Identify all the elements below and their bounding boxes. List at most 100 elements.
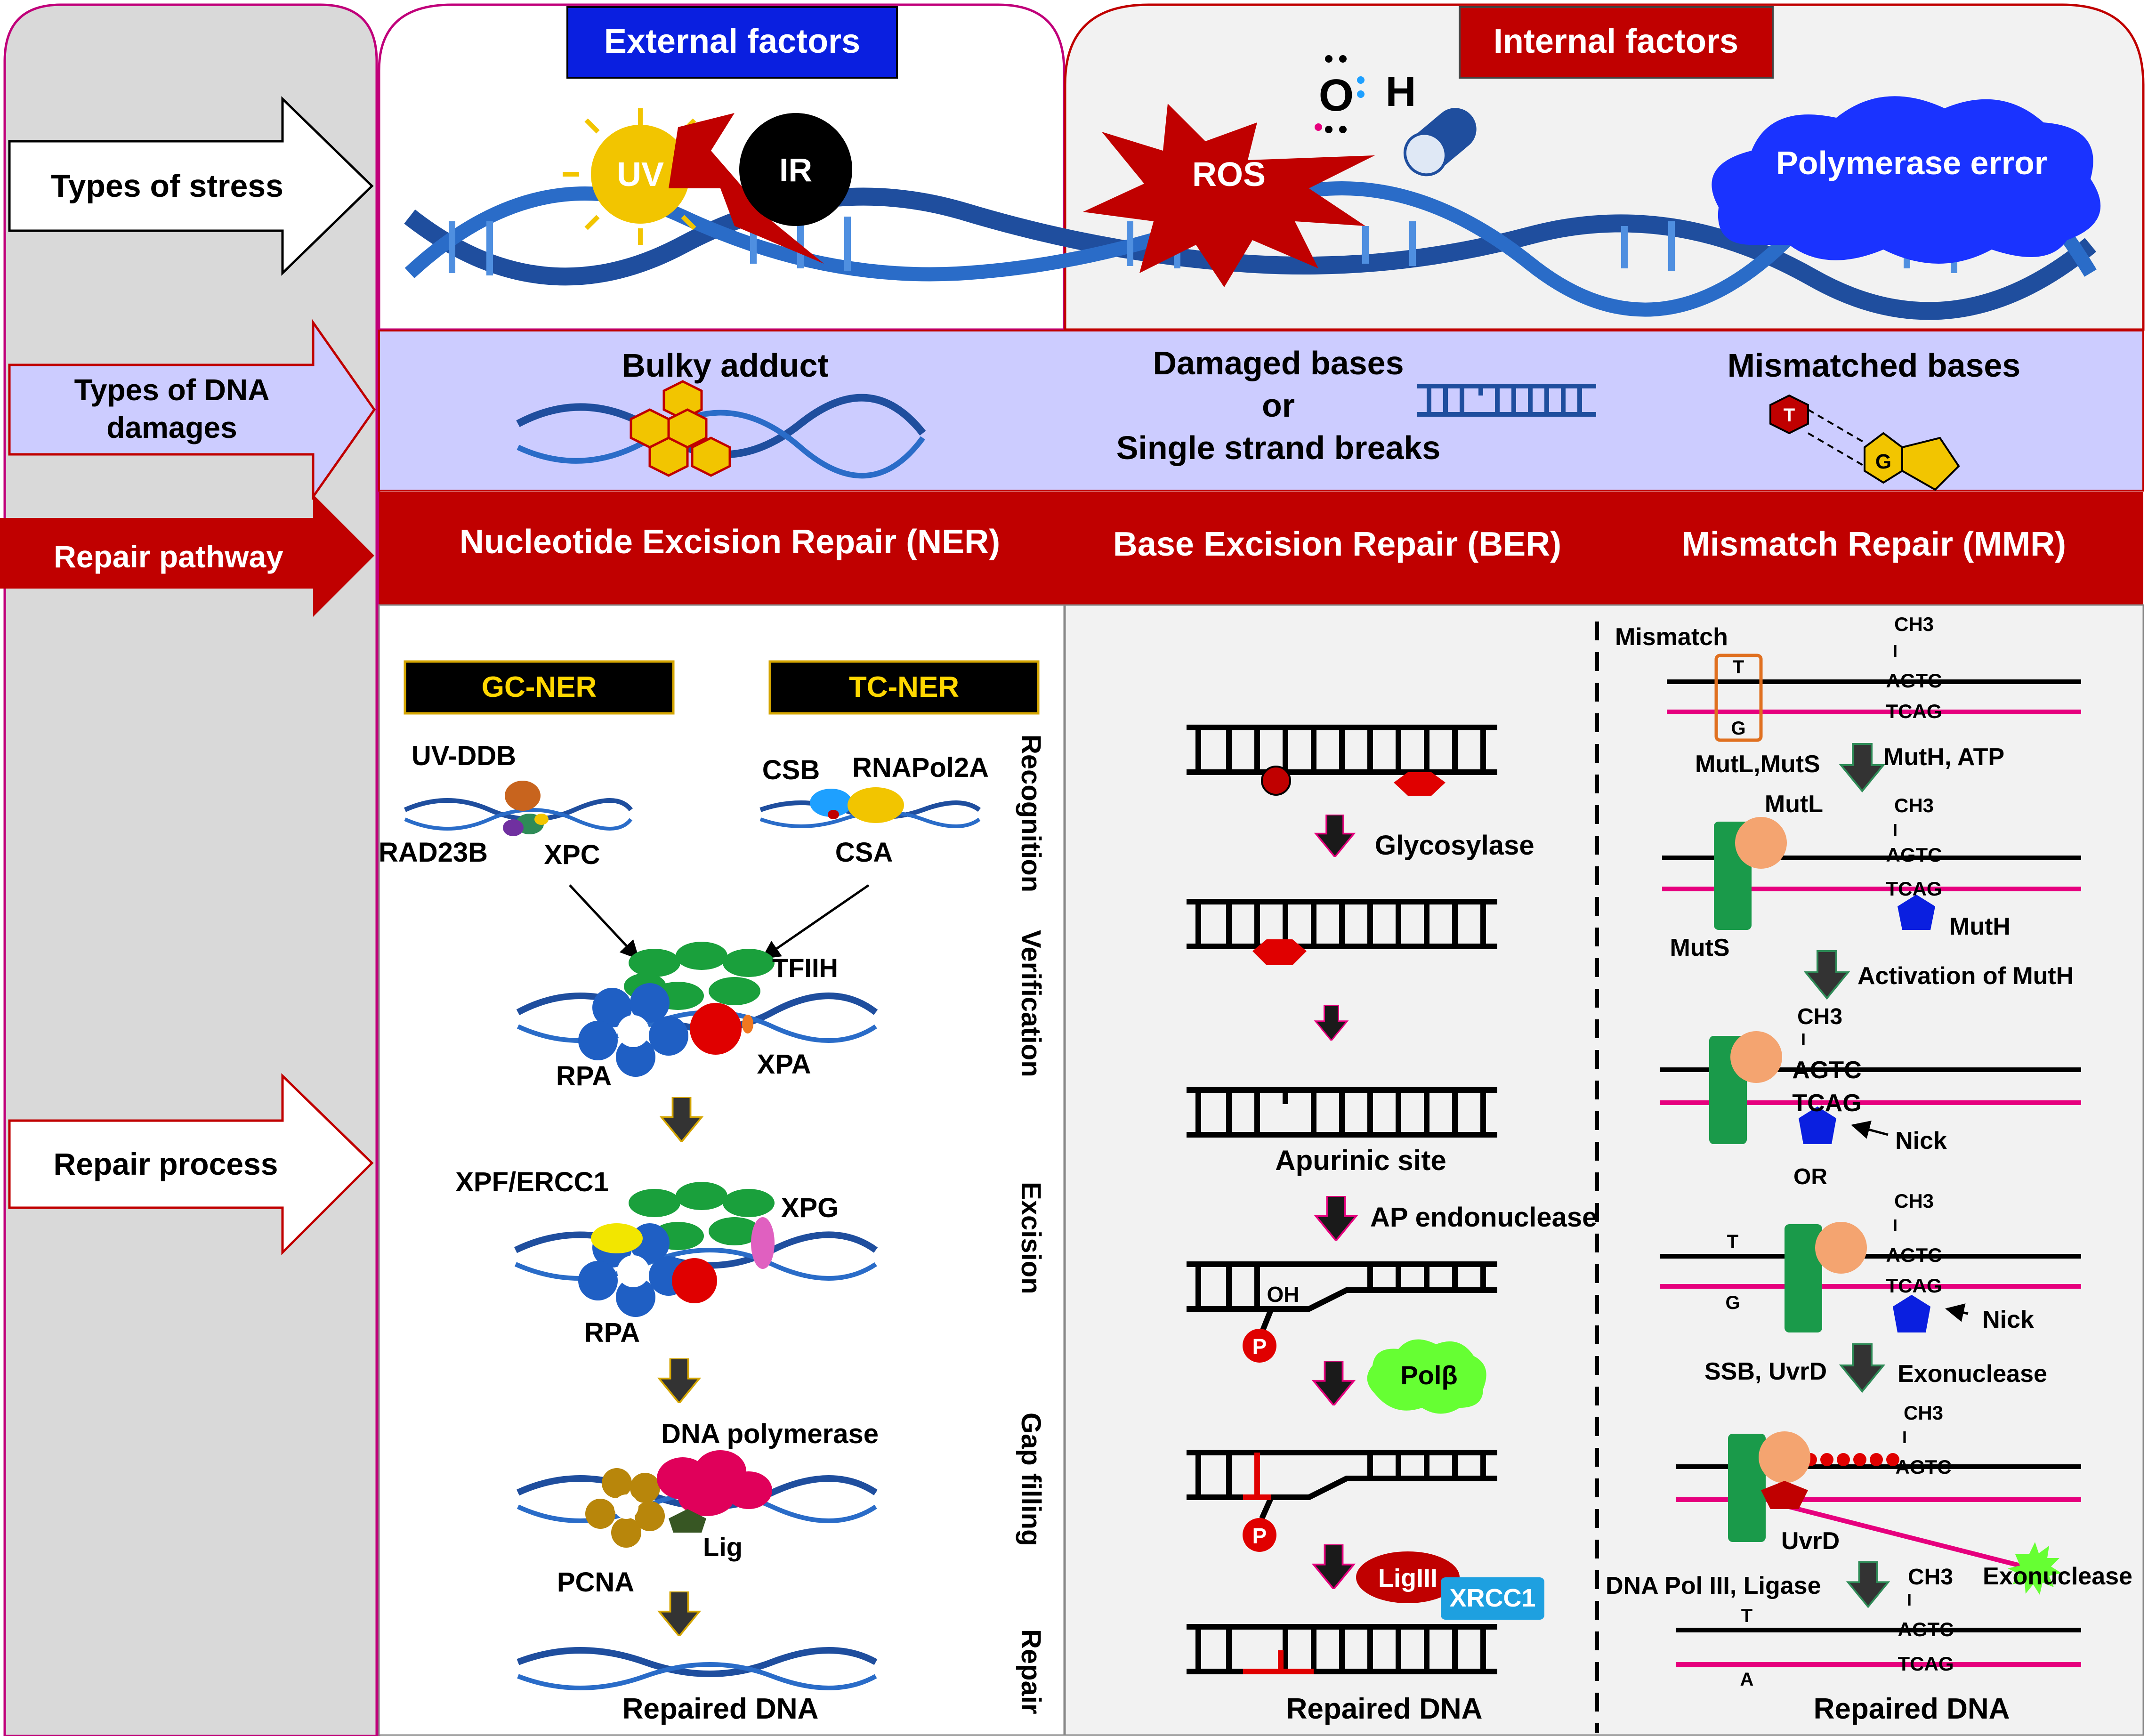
ber-ladder-2 (1187, 899, 1497, 949)
ap-endonuclease-label: AP endonuclease (1370, 1202, 1597, 1233)
mmr6-agtc: AGTC (1898, 1618, 1954, 1640)
mmr1-tick: I (1893, 641, 1898, 661)
stage-verification: Verification (1016, 930, 1046, 1077)
base-g-label: G (1875, 450, 1891, 473)
nick-pointer-1 (1851, 1120, 1889, 1139)
nick-pointer-2 (1945, 1303, 1969, 1322)
ber-ladder-5 (1187, 1450, 1497, 1520)
ber-ladder-4 (1187, 1261, 1497, 1334)
ner-process-panel (378, 604, 1065, 1736)
ir-label: IR (779, 152, 812, 188)
ner-excision-complex (514, 1182, 878, 1317)
uvrd-label: UvrD (1781, 1527, 1840, 1555)
ner-repaired-dna-label: Repaired DNA (622, 1693, 819, 1725)
types-of-stress-label: Types of stress (51, 168, 283, 204)
mismatched-bases-icon: T G (1769, 394, 1960, 491)
damaged-bases-label-line2: or (1262, 387, 1295, 424)
rpa-label-2: RPA (584, 1317, 640, 1348)
ber-repaired-dna-label: Repaired DNA (1286, 1693, 1483, 1725)
repair-pathway-arrow: Repair pathway (0, 494, 374, 617)
mmr3-ch3: CH3 (1797, 1004, 1842, 1029)
mmr6-ch3: CH3 (1908, 1565, 1953, 1590)
rpa-label: RPA (556, 1061, 612, 1091)
ber-excised-base-hexagon (1252, 939, 1307, 965)
mmr3-tick: I (1801, 1030, 1806, 1049)
ir-circle: IR (739, 113, 852, 226)
oh-o-label: O (1319, 70, 1354, 121)
repair-pathway-label: Repair pathway (54, 539, 283, 574)
ros-starburst-icon: ROS (1083, 104, 1375, 287)
mmr1-agtc: AGTC (1886, 670, 1942, 692)
mmr4-base-t: T (1727, 1231, 1738, 1252)
xpa-label: XPA (757, 1049, 811, 1080)
mmr6-base-a: A (1740, 1669, 1754, 1690)
ner-repaired-dna-helix (517, 1647, 878, 1690)
phosphate-label-2: P (1252, 1524, 1267, 1548)
polb-cloud: Polβ (1367, 1339, 1486, 1414)
rad23b-label: RAD23B (379, 837, 488, 868)
ber-pathway-label: Base Excision Repair (BER) (1113, 525, 1561, 563)
uv-label: UV (617, 156, 664, 194)
mmr-duplex-5 (1676, 1431, 2081, 1595)
stage-excision: Excision (1016, 1182, 1046, 1294)
mmr3-agtc: AGTC (1792, 1057, 1861, 1084)
or-label: OR (1793, 1164, 1827, 1189)
ber-damaged-base-dot (1261, 766, 1291, 796)
exonuclease-label-1: Exonuclease (1898, 1360, 2047, 1388)
muth-label: MutH (1949, 913, 2011, 940)
types-of-dna-damages-arrow: Types of DNA damages (8, 319, 376, 501)
mmr6-base-t: T (1741, 1606, 1752, 1626)
pill-icon (1403, 108, 1477, 177)
ber-new-nucleotide (1243, 1453, 1271, 1500)
csa-label: CSA (835, 837, 893, 868)
mmr4-ch3: CH3 (1894, 1190, 1934, 1212)
ber-ladder-3 (1187, 1087, 1497, 1138)
mmr-repaired-duplex (1676, 1628, 2081, 1667)
ligiii-label: LigIII (1378, 1564, 1437, 1592)
ssb-uvrd-label: SSB, UvrD (1704, 1358, 1827, 1385)
apurinic-site-label: Apurinic site (1275, 1145, 1446, 1176)
mmr-duplex-4 (1660, 1222, 2081, 1332)
repair-pathway-band (379, 492, 2143, 605)
nick-label-2: Nick (1982, 1306, 2034, 1333)
muts-label: MutS (1670, 934, 1729, 961)
mmr4-base-g: G (1725, 1292, 1740, 1313)
bulky-adduct-dna-icon (516, 380, 926, 479)
lightning-icon (669, 113, 824, 264)
ner-pathway-label: Nucleotide Excision Repair (NER) (460, 523, 1000, 561)
external-factors-label: External factors (604, 23, 860, 60)
mmr1-tcag: TCAG (1886, 700, 1942, 722)
tc-ner-label: TC-NER (849, 671, 959, 703)
repair-process-label: Repair process (54, 1147, 278, 1181)
gc-ner-recognition-dna (404, 781, 633, 836)
xpc-label: XPC (544, 840, 600, 870)
base-t-label: T (1784, 405, 1795, 426)
internal-factors-header: Internal factors (1459, 6, 1774, 79)
mmr6-tick: I (1907, 1590, 1912, 1609)
stage-gap-filling: Gap filling (1016, 1413, 1046, 1546)
ner-verification-complex (516, 942, 878, 1077)
ber-phosphate-1: P (1243, 1329, 1276, 1363)
mutl-muts-label: MutL,MutS (1695, 751, 1820, 778)
uv-ddb-label: UV-DDB (412, 741, 516, 771)
mmr6-tcag: TCAG (1898, 1653, 1954, 1675)
nick-label-1: Nick (1895, 1127, 1947, 1155)
mmr3-tcag: TCAG (1792, 1090, 1861, 1117)
xpg-label: XPG (781, 1193, 839, 1223)
dna-polymerase-label: DNA polymerase (661, 1419, 879, 1449)
damaged-bases-label-line1: Damaged bases (1153, 345, 1404, 381)
mmr2-agtc: AGTC (1886, 844, 1942, 866)
ber-repaired-segment (1243, 1650, 1314, 1674)
mmr1-base-t: T (1733, 657, 1744, 678)
ber-damaged-base-hexagon (1394, 772, 1445, 796)
mmr2-tcag: TCAG (1886, 878, 1942, 900)
mmr-repaired-dna-label: Repaired DNA (1814, 1693, 2010, 1725)
activation-of-muth-label: Activation of MutH (1857, 962, 2074, 990)
gc-ner-label: GC-NER (482, 671, 597, 703)
mismatch-label: Mismatch (1615, 623, 1728, 651)
csb-label: CSB (762, 755, 820, 785)
types-of-dna-damages-label-line2: damages (106, 411, 237, 444)
ros-label: ROS (1192, 156, 1266, 194)
mutl-label: MutL (1765, 791, 1823, 818)
